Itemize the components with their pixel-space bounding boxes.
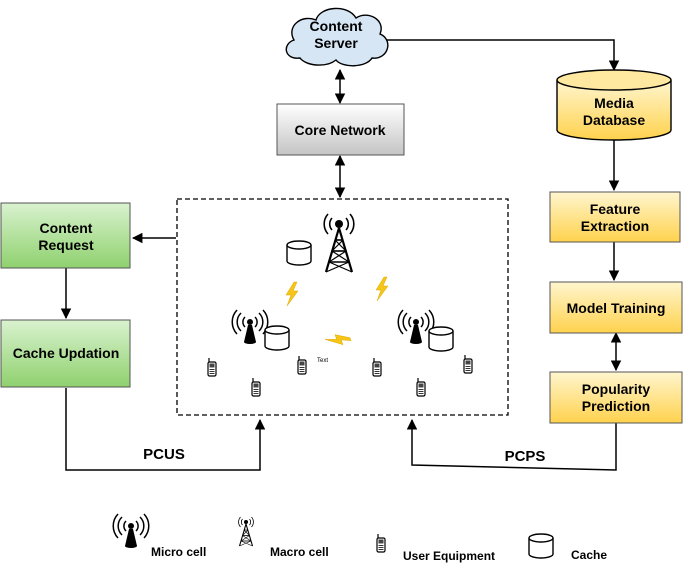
popularity-prediction-label-1: Popularity xyxy=(582,381,651,397)
legend-macro-cell-icon xyxy=(238,516,254,547)
media-database-label-2: Database xyxy=(583,112,645,128)
cache-updation-label: Cache Updation xyxy=(13,345,120,361)
content-request-label-1: Content xyxy=(40,220,93,236)
feature-extraction-label-1: Feature xyxy=(590,201,641,217)
micro-cell-left-icon xyxy=(231,309,269,345)
link-bolt-left-icon xyxy=(285,281,299,307)
user-equipment-2-icon xyxy=(251,377,261,397)
user-equipment-4-icon xyxy=(372,357,382,377)
legend-user-equipment-icon xyxy=(376,533,386,553)
legend-user-equipment-label: User Equipment xyxy=(403,549,495,563)
core-network-label: Core Network xyxy=(294,122,385,138)
content-server-node: Content Server xyxy=(285,7,389,67)
edge-pcus xyxy=(65,388,266,471)
content-server-label-1: Content xyxy=(310,18,363,34)
user-equipment-6-icon xyxy=(463,354,473,374)
content-request-label-2: Request xyxy=(38,237,94,253)
legend-macro-cell-label: Macro cell xyxy=(270,545,329,559)
feature-extraction-node: Feature Extraction xyxy=(549,191,681,243)
legend-cache-icon xyxy=(528,533,554,559)
media-database-label-1: Media xyxy=(594,95,634,111)
popularity-prediction-node: Popularity Prediction xyxy=(549,371,683,424)
micro-cache-right-icon xyxy=(428,326,454,352)
model-training-label: Model Training xyxy=(567,300,666,316)
feature-extraction-label-2: Extraction xyxy=(581,218,649,234)
model-training-node: Model Training xyxy=(549,281,683,334)
legend-micro-cell-icon xyxy=(112,513,150,549)
micro-cache-left-icon xyxy=(264,325,290,351)
pcps-label: PCPS xyxy=(505,448,546,465)
user-equipment-5-icon xyxy=(416,377,426,397)
user-equipment-3-icon xyxy=(297,355,307,375)
legend-micro-cell-label: Micro cell xyxy=(151,545,206,559)
edge-server-database xyxy=(382,39,620,72)
link-bolt-bottom-icon xyxy=(324,330,352,350)
popularity-prediction-label-2: Prediction xyxy=(582,398,650,414)
media-database-node: Media Database xyxy=(556,69,672,141)
content-server-label-2: Server xyxy=(314,35,358,51)
macro-cell-icon xyxy=(323,212,355,274)
content-request-node: Content Request xyxy=(0,202,131,269)
network-area: Text xyxy=(176,198,509,416)
network-text-label: Text xyxy=(317,358,328,364)
macro-cache-icon xyxy=(286,240,312,266)
pcus-label: PCUS xyxy=(143,446,185,463)
legend-cache-label: Cache xyxy=(571,548,607,562)
core-network-node: Core Network xyxy=(276,103,405,156)
cache-updation-node: Cache Updation xyxy=(0,319,131,388)
legend: Micro cell Macro cell User Equipment Cac… xyxy=(112,513,607,563)
link-bolt-right-icon xyxy=(375,276,389,302)
edge-pcps xyxy=(406,418,617,471)
user-equipment-1-icon xyxy=(207,357,217,377)
